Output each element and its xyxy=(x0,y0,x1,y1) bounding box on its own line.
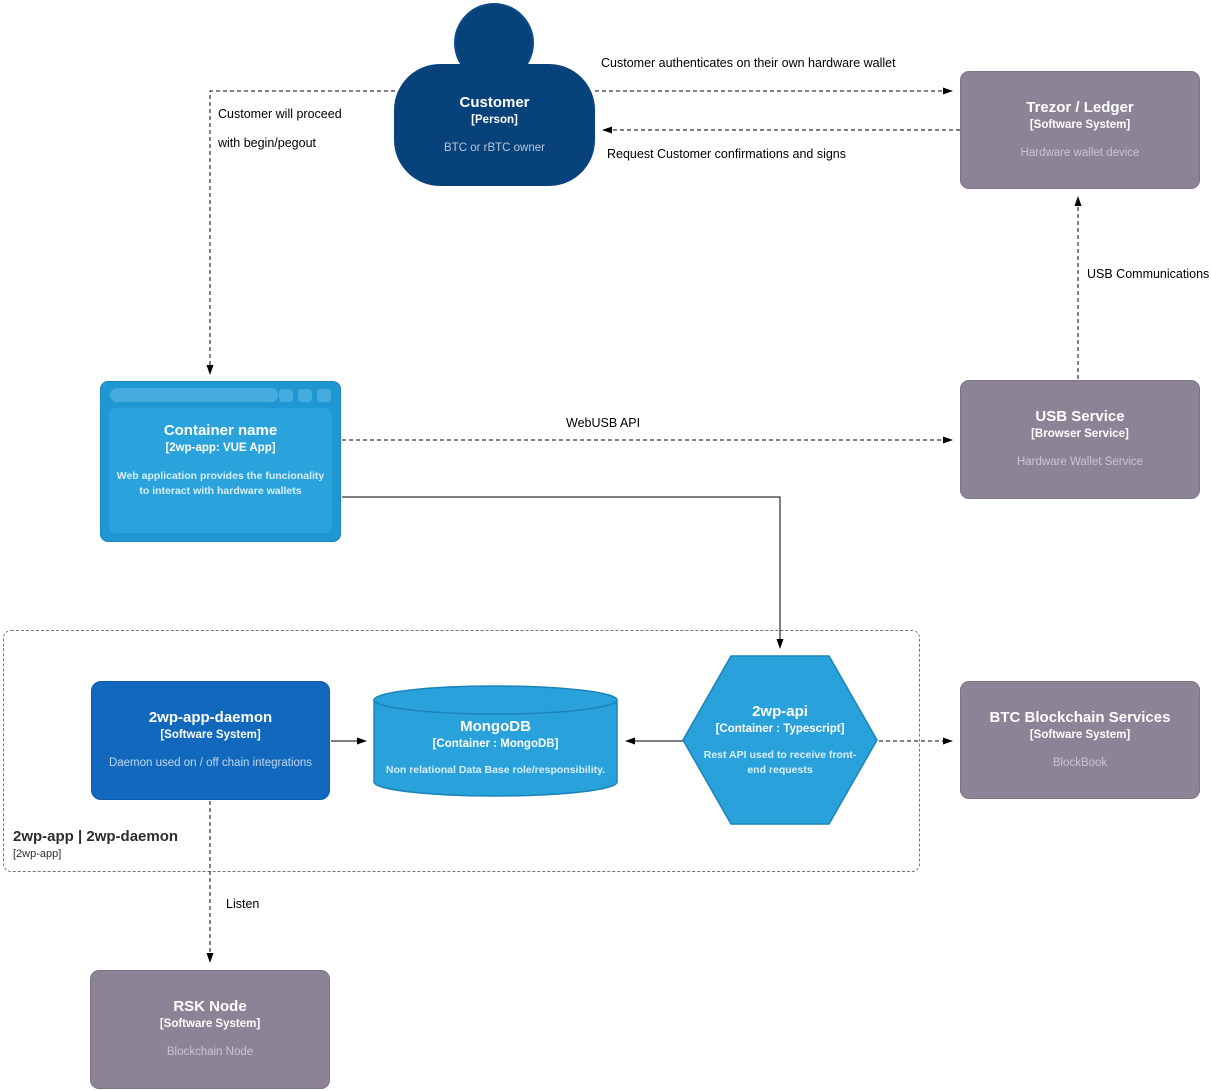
node-subtitle: Non relational Data Base role/responsibi… xyxy=(385,764,606,777)
node-trezor-ledger: Trezor / Ledger [Software System] Hardwa… xyxy=(960,71,1200,189)
node-title: BTC Blockchain Services xyxy=(989,708,1171,726)
node-subtitle: Rest API used to receive front-end reque… xyxy=(703,748,857,776)
node-subtitle: BTC or rBTC owner xyxy=(444,141,545,154)
node-meta: [Software System] xyxy=(1029,728,1131,741)
node-meta: [Person] xyxy=(471,113,518,126)
node-title: Container name xyxy=(163,422,278,439)
node-meta: [Container : Typescript] xyxy=(715,722,845,735)
edge-container-to-api xyxy=(342,496,784,649)
edge-label-webusb-api: WebUSB API xyxy=(566,416,641,430)
node-title: 2wp-app-daemon xyxy=(148,709,273,727)
browser-button xyxy=(298,388,312,402)
node-title: Customer xyxy=(459,93,530,111)
node-title: 2wp-api xyxy=(752,702,808,720)
browser-button xyxy=(317,388,331,402)
browser-buttons xyxy=(279,388,331,402)
edge-label-authenticates: Customer authenticates on their own hard… xyxy=(601,56,896,70)
node-meta: [Browser Service] xyxy=(1031,428,1129,441)
node-usb-service: USB Service [Browser Service] Hardware W… xyxy=(960,380,1200,499)
boundary-meta: [2wp-app] xyxy=(13,848,62,860)
node-meta: [Software System] xyxy=(160,729,261,742)
node-rsk-node: RSK Node [Software System] Blockchain No… xyxy=(90,970,330,1089)
cylinder-shape-icon xyxy=(373,685,618,797)
node-2wp-app-daemon: 2wp-app-daemon [Software System] Daemon … xyxy=(91,681,330,800)
edge-label-proceed-line2: with begin/pegout xyxy=(218,136,316,150)
node-subtitle: Daemon used on / off chain integrations xyxy=(108,757,313,770)
node-meta: [Software System] xyxy=(159,1018,261,1031)
node-subtitle: Hardware Wallet Service xyxy=(1016,456,1144,469)
boundary-title: 2wp-app | 2wp-daemon xyxy=(13,828,179,845)
edge-label-proceed-line1: Customer will proceed xyxy=(218,107,342,121)
browser-content: Container name [2wp-app: VUE App] Web ap… xyxy=(109,408,332,533)
hexagon-shape-icon xyxy=(682,655,878,825)
node-title: Trezor / Ledger xyxy=(1026,98,1134,116)
node-meta: [Software System] xyxy=(1029,118,1131,131)
node-subtitle: BlockBook xyxy=(1052,756,1108,769)
node-title: USB Service xyxy=(1035,408,1125,426)
node-title: RSK Node xyxy=(173,998,247,1016)
node-subtitle: Hardware wallet device xyxy=(1020,146,1140,159)
browser-button xyxy=(279,388,293,402)
node-subtitle: Web application provides the funcionalit… xyxy=(116,470,325,497)
edge-customer-to-container xyxy=(206,90,395,375)
browser-address-bar xyxy=(110,388,278,402)
node-container-name: Container name [2wp-app: VUE App] Web ap… xyxy=(100,381,341,542)
browser-topbar xyxy=(101,382,340,408)
edge-label-listen: Listen xyxy=(226,897,260,911)
node-customer: Customer [Person] BTC or rBTC owner xyxy=(394,64,595,186)
node-subtitle: Blockchain Node xyxy=(166,1046,254,1059)
node-meta: [2wp-app: VUE App] xyxy=(165,442,276,454)
node-btc-blockchain-services: BTC Blockchain Services [Software System… xyxy=(960,681,1200,799)
node-title: MongoDB xyxy=(460,718,531,736)
node-2wp-api: 2wp-api [Container : Typescript] Rest AP… xyxy=(682,655,878,825)
node-mongodb: MongoDB [Container : MongoDB] Non relati… xyxy=(373,685,618,797)
node-meta: [Container : MongoDB] xyxy=(432,738,559,751)
edge-label-request-confirmations: Request Customer confirmations and signs xyxy=(607,147,847,161)
edge-label-usb-communications: USB Communications xyxy=(1087,267,1210,281)
